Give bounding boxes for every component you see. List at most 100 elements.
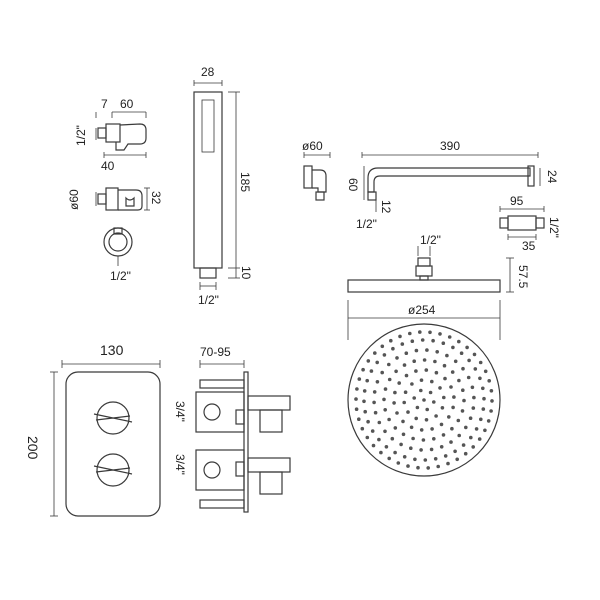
nozzle-dot xyxy=(451,405,455,410)
nozzle-dot xyxy=(478,376,482,381)
nozzle-dot xyxy=(397,381,402,385)
nozzle-dot xyxy=(464,425,468,430)
nozzle-dot xyxy=(483,428,487,433)
nozzle-dot xyxy=(382,397,386,402)
nozzle-dot xyxy=(387,362,391,367)
nozzle-dot xyxy=(394,369,398,374)
nozzle-dot xyxy=(474,427,479,431)
nozzle-dot xyxy=(400,342,405,346)
nozzle-dot xyxy=(373,351,377,355)
nozzle-dot xyxy=(412,396,417,400)
nozzle-dot xyxy=(469,435,473,440)
nozzle-dot xyxy=(366,419,370,424)
nozzle-dot xyxy=(419,378,424,383)
nozzle-dot xyxy=(429,447,434,452)
shower-head-side-view xyxy=(347,246,514,293)
handset-thread-label: 1/2" xyxy=(198,293,219,307)
nozzle-dot xyxy=(354,397,358,401)
nozzle-dot xyxy=(459,351,464,356)
outlet-front-view xyxy=(103,227,133,266)
valve-depth-label: 70-95 xyxy=(200,345,231,359)
nozzle-dot xyxy=(401,419,405,424)
nozzle-dot xyxy=(461,366,465,371)
nozzle-dot xyxy=(451,345,455,350)
nozzle-dot xyxy=(357,417,361,422)
nozzle-dot xyxy=(354,407,359,412)
nozzle-dot xyxy=(470,385,475,390)
outlet-elbow-side-view xyxy=(95,187,150,211)
nozzle-dot xyxy=(377,437,381,442)
nozzle-dot xyxy=(411,436,415,441)
nozzle-dot xyxy=(399,442,403,447)
nozzle-dot xyxy=(478,360,483,365)
nozzle-dot xyxy=(383,387,388,391)
nozzle-dot xyxy=(387,417,391,422)
nozzle-dot xyxy=(483,369,488,374)
arm-stub-label: 12 xyxy=(379,200,393,214)
nozzle-dot xyxy=(408,331,412,336)
arm-thread-label: 1/2" xyxy=(356,217,377,231)
nozzle-dot xyxy=(441,433,446,437)
nozzle-dot xyxy=(489,409,493,413)
nozzle-dot xyxy=(389,338,393,343)
nozzle-dot xyxy=(461,388,465,393)
nozzle-dot xyxy=(409,425,414,430)
nozzle-dot xyxy=(450,426,454,431)
nozzle-dot xyxy=(415,405,420,410)
nozzle-dot xyxy=(418,330,422,334)
nozzle-dot xyxy=(481,407,486,411)
nozzle-dot xyxy=(392,401,396,405)
nozzle-dot xyxy=(447,415,451,419)
nozzle-dot xyxy=(410,339,415,344)
valve-side-view xyxy=(195,360,291,513)
nozzle-dot xyxy=(406,410,410,414)
nozzle-dot xyxy=(425,407,430,412)
bracket-width-label: 60 xyxy=(120,97,134,111)
nozzle-dot xyxy=(438,386,442,390)
nozzle-dot xyxy=(423,458,428,462)
nozzle-dot xyxy=(446,461,450,466)
arm-flange-diameter-label: ø60 xyxy=(302,139,323,153)
nozzle-dot xyxy=(428,330,432,335)
nozzle-dot xyxy=(390,436,395,441)
nozzle-dot xyxy=(377,420,382,425)
nozzle-dot xyxy=(401,432,406,437)
plate-height-label: 200 xyxy=(25,436,41,460)
nozzle-dot xyxy=(383,429,387,434)
handset-connector-label: 10 xyxy=(239,266,253,280)
nozzle-dot xyxy=(363,409,368,414)
nozzle-dot xyxy=(428,390,433,395)
nozzle-dot xyxy=(362,399,366,404)
nozzle-dot xyxy=(410,382,414,386)
bracket-depth-label: 40 xyxy=(101,159,115,173)
nozzle-dot xyxy=(402,363,407,367)
nozzle-dot xyxy=(452,395,456,399)
nozzle-dot xyxy=(433,359,437,364)
nozzle-dot xyxy=(473,367,478,371)
nozzle-dot xyxy=(463,451,468,456)
nozzle-dot xyxy=(424,368,429,372)
outlet-diameter-label: ø60 xyxy=(67,189,81,210)
nozzle-dot xyxy=(391,346,395,351)
nozzle-dot xyxy=(457,433,462,438)
nozzle-dot xyxy=(436,464,441,469)
nozzle-dot xyxy=(419,388,423,393)
nozzle-dot xyxy=(439,445,444,449)
nozzle-dot xyxy=(414,416,419,421)
nozzle-dot xyxy=(439,422,444,427)
handset-height-label: 185 xyxy=(238,172,252,192)
nozzle-dot xyxy=(434,370,439,375)
nozzle-dot xyxy=(461,443,466,447)
nozzle-dot xyxy=(489,389,494,393)
nozzle-dot xyxy=(361,367,365,372)
nozzle-dot xyxy=(404,351,409,356)
wall-bracket-side-view xyxy=(95,111,147,158)
nozzle-dot xyxy=(360,426,365,431)
nozzle-dot xyxy=(396,461,401,465)
nozzle-dot xyxy=(457,339,461,344)
nozzle-dot xyxy=(487,379,492,383)
nozzle-dot xyxy=(445,353,449,358)
nozzle-dot xyxy=(379,450,383,455)
nozzle-dot xyxy=(382,353,387,357)
